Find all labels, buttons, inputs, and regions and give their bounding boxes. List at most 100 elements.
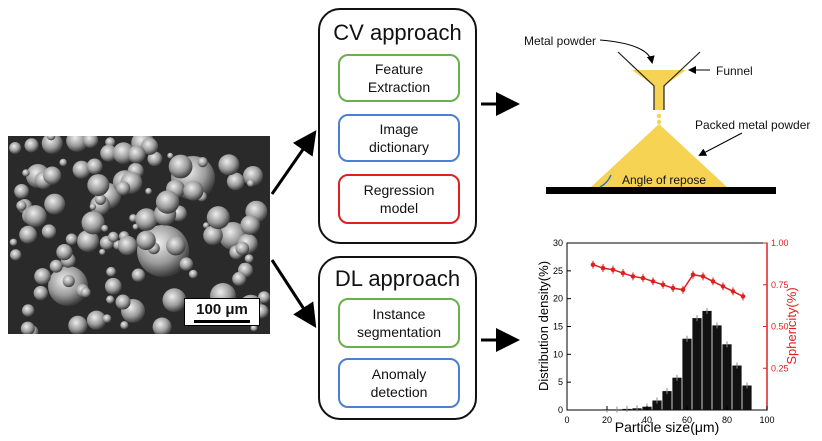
powder-particle [9,238,18,246]
x-tick-label: 80 [722,415,732,425]
y-tick-label: 5 [558,377,563,387]
scale-bar: 100 μm [184,298,260,326]
powder-particle [77,230,99,252]
regression-model-box: Regression model [338,174,460,224]
powder-particle [86,158,103,175]
powder-particle [247,179,255,187]
y-tick-label: 10 [553,349,563,359]
arrow-to-cv [270,130,317,195]
powder-particle [43,166,62,185]
powder-particle [19,225,37,244]
sphericity-point [720,284,726,289]
funnel-label: Funnel [716,64,753,78]
metal-powder-label: Metal powder [524,34,597,48]
dl-approach-panel: DL approach Instance segmentation Anomal… [318,256,477,420]
powder-particle [86,310,107,330]
sphericity-point [600,265,606,271]
powder-particle [41,224,57,239]
ground-plate [546,187,776,194]
powder-particle [179,257,194,271]
y-tick-label: 0 [558,405,563,415]
powder-particle [106,295,115,304]
scale-label: 100 μm [196,301,248,318]
image-dictionary-box: Image dictionary [338,114,460,162]
histogram-bar [682,338,692,410]
powder-particle [34,268,51,285]
powder-particle [72,160,91,179]
feature-extraction-label: Feature Extraction [367,61,431,95]
y2-tick-label: 0.75 [771,280,789,290]
powder-particle [24,205,47,228]
sphericity-point [590,262,596,268]
powder-particle [183,180,204,201]
powder-particle [166,236,186,256]
scale-line [194,320,250,323]
histogram-bar [722,344,732,410]
powder-particle [101,224,109,232]
powder-particle [10,249,22,261]
sem-micrograph: 100 μm [8,136,270,334]
powder-particle [22,169,30,177]
histogram-bar [732,365,742,410]
powder-particle [145,187,152,195]
cv-approach-panel: CV approach Feature Extraction Image dic… [318,8,477,244]
powder-particle [22,304,35,317]
powder-particle [188,269,198,279]
sphericity-point [680,287,686,293]
powder-particle [56,244,73,261]
powder-particle [244,254,254,263]
packed-pointer [698,132,743,156]
x-tick-label: 100 [759,415,774,425]
powder-pile [591,124,727,187]
y2-tick-label: 0.25 [771,363,789,373]
histogram-bar [662,391,672,410]
y2-tick-label: 1.00 [771,238,789,248]
powder-particle [14,184,29,199]
instance-segmentation-box: Instance segmentation [338,298,460,348]
sphericity-point [670,285,676,291]
feature-extraction-box: Feature Extraction [338,54,460,102]
anomaly-detection-label: Anomaly detection [370,366,428,400]
sphericity-point [690,272,696,278]
powder-particle [135,208,158,231]
powder-particle [141,137,159,155]
packed-powder-label: Packed metal powder [695,118,811,132]
y2-axis-label: Sphericity(%) [784,287,799,364]
sphericity-point [740,294,746,299]
y-axis-label: Distribution density(%) [536,261,551,391]
y-tick-label: 20 [553,294,563,304]
dl-panel-title: DL approach [334,266,461,291]
powder-particle [206,206,230,230]
powder-particle [232,271,247,286]
histogram-bar [672,377,682,410]
powder-particle [162,288,187,313]
powder-particle [94,194,106,205]
powder-particle [203,222,210,229]
instance-segmentation-label: Instance segmentation [356,306,442,340]
histogram-bar [692,318,702,410]
angle-arc [599,174,612,188]
powder-particle [197,157,208,168]
sphericity-line [592,263,744,298]
image-dictionary-label: Image dictionary [369,121,429,155]
powder-particle [168,154,193,179]
powder-particle [250,324,258,332]
powder-particle [117,235,138,256]
powder-particle [81,211,105,235]
powder-particle [108,231,119,243]
histogram-bar [712,325,722,410]
sphericity-point [700,274,706,279]
anomaly-detection-box: Anomaly detection [338,358,460,408]
powder-particle [132,223,139,230]
y2-tick-label: 0.50 [771,322,789,332]
powder-particle [102,314,112,323]
sphericity-point [710,279,716,284]
sphericity-point [610,267,616,273]
histogram-bar [742,385,752,410]
powder-particle [218,154,240,176]
histogram-bar [652,400,662,410]
arrow-to-dl [270,259,317,329]
y-tick-label: 15 [553,322,563,332]
angle-of-repose-label: Angle of repose [622,173,707,187]
